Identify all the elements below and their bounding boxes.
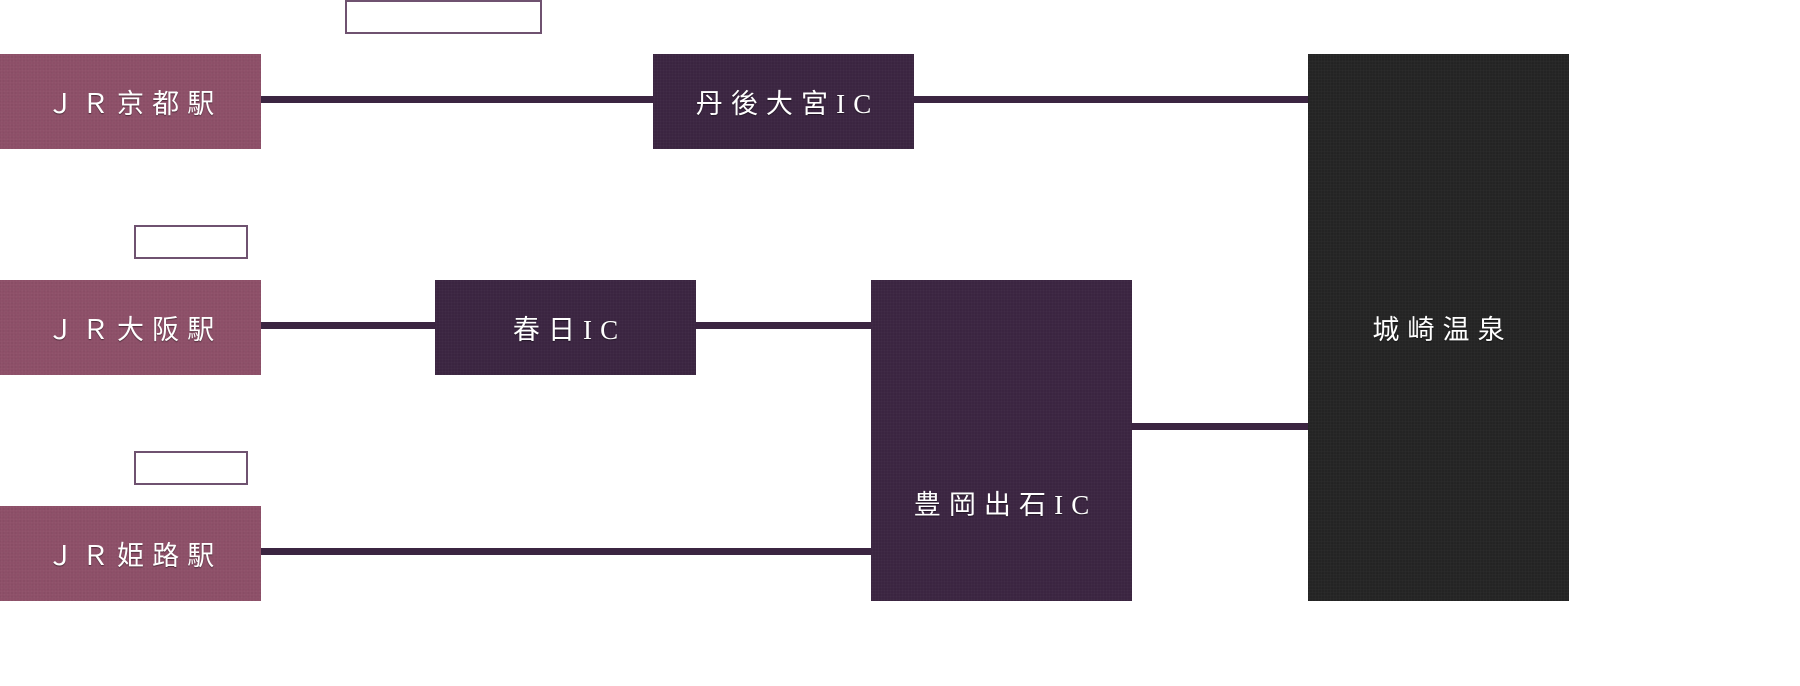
connector-tangoomiya-to-kinosaki — [912, 96, 1310, 103]
caption-box-osaka-route — [134, 225, 248, 259]
connector-kasuga-to-toyookaizushi — [694, 322, 874, 329]
interchange-box-tango-omiya-ic[interactable]: 丹後大宮IC — [653, 54, 914, 149]
connector-kyoto-to-tangoomiya — [260, 96, 656, 103]
destination-box-kinosaki-onsen[interactable]: 城崎温泉 — [1308, 54, 1569, 601]
connector-osaka-to-kasuga — [260, 322, 438, 329]
interchange-box-kasuga-ic[interactable]: 春日IC — [435, 280, 696, 375]
connector-himeji-to-toyookaizushi — [260, 548, 875, 555]
caption-box-kyoto-route — [345, 0, 542, 34]
interchange-box-toyooka-izushi-ic[interactable]: 豊岡出石IC — [871, 280, 1132, 601]
connector-toyookaizushi-to-kinosaki — [1130, 423, 1312, 430]
station-box-jr-osaka[interactable]: ＪＲ大阪駅 — [0, 280, 261, 375]
station-box-jr-himeji[interactable]: ＪＲ姫路駅 — [0, 506, 261, 601]
caption-box-himeji-route — [134, 451, 248, 485]
station-box-jr-kyoto[interactable]: ＪＲ京都駅 — [0, 54, 261, 149]
